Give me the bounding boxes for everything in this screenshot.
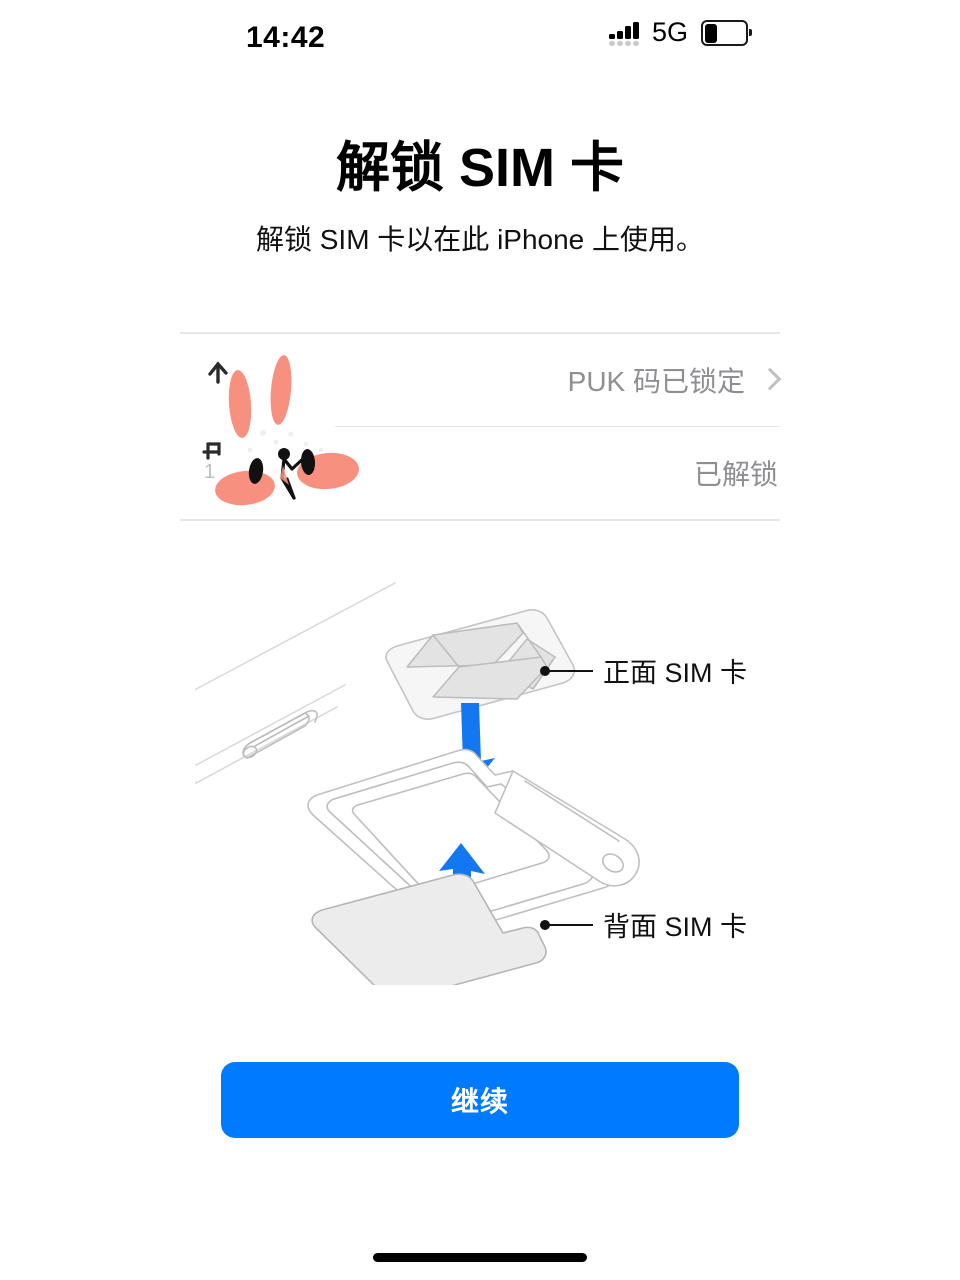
back-sim-card: [311, 873, 547, 985]
sim-tray: [307, 748, 640, 934]
list-separator-bottom: [180, 519, 780, 521]
sim-row-puk-locked[interactable]: PUK 码已锁定: [180, 334, 782, 426]
list-separator-middle: [335, 425, 780, 427]
network-type-label: 5G: [651, 17, 688, 47]
sim-row-status: PUK 码已锁定: [567, 365, 745, 397]
status-bar-time: 14:42: [246, 21, 326, 54]
front-sim-card: [385, 609, 576, 720]
battery-icon: [701, 20, 752, 46]
cellular-signal-icon: [608, 20, 643, 46]
continue-button[interactable]: 继续: [221, 1062, 739, 1138]
back-label-leader: [540, 920, 593, 930]
sim-tray-diagram: .ln { fill:none; stroke:#bdbdbd; stroke-…: [195, 582, 747, 985]
sim-row-status: 已解锁: [693, 459, 778, 490]
list-separator-top: [180, 332, 780, 334]
page-subtitle: 解锁 SIM 卡以在此 iPhone 上使用。: [255, 224, 705, 255]
front-sim-label: 正面 SIM 卡: [603, 658, 747, 688]
phone-edge-outline: [195, 582, 396, 785]
page-title: 解锁 SIM 卡: [335, 138, 624, 198]
home-indicator[interactable]: [373, 1253, 587, 1262]
chevron-right-icon: [758, 367, 782, 390]
back-sim-label: 背面 SIM 卡: [603, 912, 747, 942]
status-bar-indicators: 5G: [608, 17, 752, 47]
status-bar: 14:42 5G: [0, 0, 960, 74]
sim-status-list: PUK 码已锁定 已解锁: [180, 332, 782, 521]
front-label-leader: [540, 666, 593, 676]
sim-row-unlocked[interactable]: 已解锁: [180, 427, 780, 519]
